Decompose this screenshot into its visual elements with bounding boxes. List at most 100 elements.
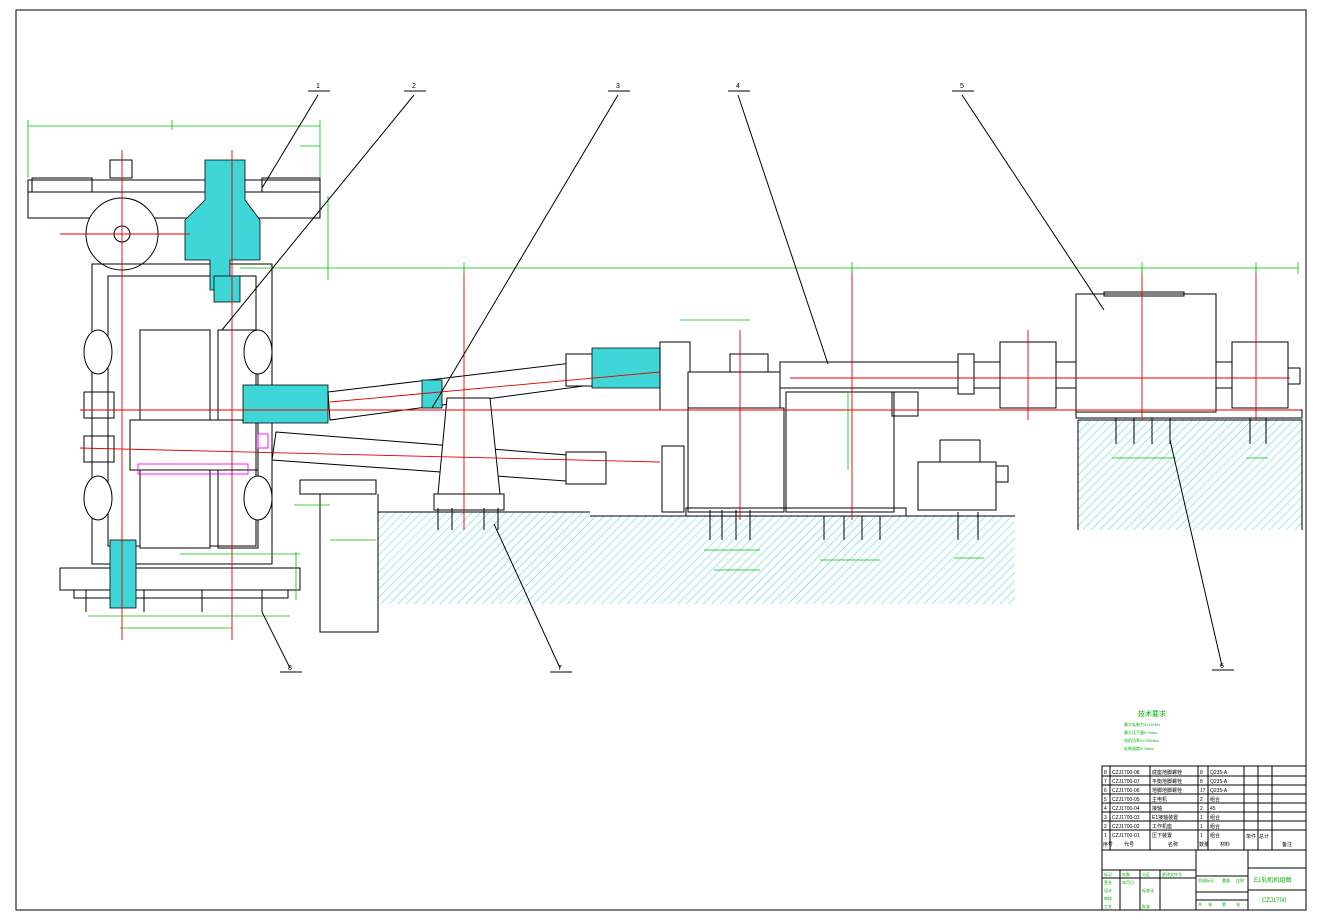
tb-weight: 重量 xyxy=(1222,877,1230,883)
tb-date: 年月日 xyxy=(1122,879,1134,885)
svg-text:CZJ1700-01: CZJ1700-01 xyxy=(1112,833,1140,839)
callout-2: 2 xyxy=(412,83,416,90)
tb-zone: 分区 xyxy=(1142,871,1150,877)
bom-table: 8 CZJ1700-08 底座地脚螺栓 8 Q235-A 7 CZJ1700-0… xyxy=(1101,765,1307,851)
tb-review: 审核 xyxy=(1104,895,1112,901)
svg-text:工作机座: 工作机座 xyxy=(1152,823,1172,830)
bom-header: 序号 代号 名称 数量 材料 单件 总计 备注 xyxy=(1103,833,1292,848)
bom-row: 4 CZJ1700-04 接轴 2 45 xyxy=(1104,805,1216,812)
svg-text:8: 8 xyxy=(1200,770,1203,776)
svg-text:组合: 组合 xyxy=(1210,814,1220,821)
tb-total: 共 xyxy=(1198,901,1202,907)
svg-text:CZJ1700-05: CZJ1700-05 xyxy=(1112,797,1140,803)
svg-text:8: 8 xyxy=(1104,770,1107,776)
svg-text:5: 5 xyxy=(1104,797,1107,803)
gearbox xyxy=(685,353,1009,517)
svg-text:1: 1 xyxy=(1200,824,1203,830)
tech-line-4: 轧制速度0~5m/s. xyxy=(1124,745,1154,751)
tb-sheet: 张 xyxy=(1236,901,1240,907)
bom-row: 5 CZJ1700-05 主电机 2 组合 xyxy=(1104,796,1220,803)
tb-change: 更改文件号 xyxy=(1162,871,1182,877)
svg-text:CZJ1700-04: CZJ1700-04 xyxy=(1112,806,1140,812)
svg-text:45: 45 xyxy=(1210,806,1216,812)
svg-text:CZJ1700-06: CZJ1700-06 xyxy=(1112,788,1140,794)
tb-design: 设计 xyxy=(1104,887,1112,893)
tech-line-1: 最大轧制力3×10⁴kN. xyxy=(1124,721,1161,727)
outer-frame xyxy=(15,9,1307,911)
leader-lines xyxy=(221,90,1234,673)
svg-text:2: 2 xyxy=(1200,797,1203,803)
svg-text:17: 17 xyxy=(1200,788,1206,794)
title-block: 标记 处数 分区 更改文件号 签名 年月日 设计 标准化 审核 工艺 批准 阶段… xyxy=(1101,849,1307,911)
svg-text:材料: 材料 xyxy=(1220,841,1230,848)
bom-row: 8 CZJ1700-08 底座地脚螺栓 8 Q235-A xyxy=(1104,769,1228,776)
svg-text:Q235-A: Q235-A xyxy=(1210,788,1228,794)
tb-count: 处数 xyxy=(1122,871,1130,877)
svg-text:底座地脚螺栓: 底座地脚螺栓 xyxy=(1152,769,1182,776)
callout-6: 6 xyxy=(1220,663,1224,670)
svg-text:1: 1 xyxy=(1200,833,1203,839)
svg-text:平衡地脚螺栓: 平衡地脚螺栓 xyxy=(1152,778,1182,785)
tech-line-3: 电机功率2×7000kw. xyxy=(1124,737,1159,743)
svg-text:Q235-A: Q235-A xyxy=(1210,779,1228,785)
centerlines xyxy=(60,150,1300,640)
svg-text:1: 1 xyxy=(1200,815,1203,821)
tb-stage: 阶段标记 xyxy=(1198,877,1214,883)
bom-row: 3 CZJ1700-03 E1接轴装置 1 组合 xyxy=(1104,814,1220,821)
rolling-stand xyxy=(27,159,321,609)
svg-text:备注: 备注 xyxy=(1282,841,1292,848)
spindle-assembly xyxy=(242,341,691,513)
svg-text:数量: 数量 xyxy=(1199,841,1209,848)
svg-text:序号: 序号 xyxy=(1103,841,1113,848)
svg-text:CZJ1700-07: CZJ1700-07 xyxy=(1112,779,1140,785)
svg-text:主电机: 主电机 xyxy=(1152,796,1167,803)
svg-text:3: 3 xyxy=(1104,815,1107,821)
drawing-number: CZJ1700 xyxy=(1262,898,1287,904)
tb-standard: 标准化 xyxy=(1142,887,1154,893)
bom-row: 1 CZJ1700-01 压下装置 1 组合 xyxy=(1104,832,1220,839)
svg-text:4: 4 xyxy=(1104,806,1107,812)
tech-line-2: 最大压下量5~6mm. xyxy=(1124,729,1159,735)
tb-no: 第 xyxy=(1222,901,1226,907)
svg-text:接轴: 接轴 xyxy=(1152,805,1162,812)
callout-7: 7 xyxy=(558,665,562,672)
callout-labels: 1 2 3 4 5 6 7 8 xyxy=(288,83,1224,672)
foundation-hatch xyxy=(299,419,1303,633)
svg-text:CZJ1700-03: CZJ1700-03 xyxy=(1112,815,1140,821)
svg-text:CZJ1700-02: CZJ1700-02 xyxy=(1112,824,1140,830)
callout-3: 3 xyxy=(616,83,620,90)
drawing-title: E1轧机机组图 xyxy=(1254,876,1291,884)
tb-mark: 标记 xyxy=(1104,871,1112,877)
bom-row: 2 CZJ1700-02 工作机座 1 组合 xyxy=(1104,823,1220,830)
svg-text:组合: 组合 xyxy=(1210,823,1220,830)
bom-row: 6 CZJ1700-06 地脚地脚螺栓 17 Q235-A xyxy=(1104,787,1228,794)
dimension-lines xyxy=(27,120,1299,629)
svg-text:单件: 单件 xyxy=(1246,833,1256,840)
callout-1: 1 xyxy=(316,83,320,90)
svg-text:2: 2 xyxy=(1200,806,1203,812)
svg-text:代号: 代号 xyxy=(1124,841,1134,848)
callout-5: 5 xyxy=(960,83,964,90)
callout-8: 8 xyxy=(288,665,292,672)
svg-text:8: 8 xyxy=(1200,779,1203,785)
tb-sheets: 张 xyxy=(1208,901,1212,907)
svg-text:组合: 组合 xyxy=(1210,796,1220,803)
svg-text:CZJ1700-08: CZJ1700-08 xyxy=(1112,770,1140,776)
tech-title: 技术要求 xyxy=(1138,709,1166,718)
svg-text:地脚地脚螺栓: 地脚地脚螺栓 xyxy=(1152,787,1182,794)
svg-text:1: 1 xyxy=(1104,833,1107,839)
tech-requirements: 技术要求 最大轧制力3×10⁴kN. 最大压下量5~6mm. 电机功率2×700… xyxy=(1124,709,1166,751)
svg-text:Q235-A: Q235-A xyxy=(1210,770,1228,776)
svg-text:6: 6 xyxy=(1104,788,1107,794)
anchor-bolts xyxy=(85,418,1267,612)
svg-text:E1接轴装置: E1接轴装置 xyxy=(1152,814,1178,821)
bom-row: 7 CZJ1700-07 平衡地脚螺栓 8 Q235-A xyxy=(1104,778,1228,785)
tb-approve: 批准 xyxy=(1142,903,1150,909)
svg-text:压下装置: 压下装置 xyxy=(1152,832,1172,839)
tb-scale: 比例 xyxy=(1236,877,1244,883)
svg-text:总计: 总计 xyxy=(1259,833,1269,840)
tb-sign: 签名 xyxy=(1104,879,1112,885)
svg-text:组合: 组合 xyxy=(1210,832,1220,839)
svg-text:7: 7 xyxy=(1104,779,1107,785)
